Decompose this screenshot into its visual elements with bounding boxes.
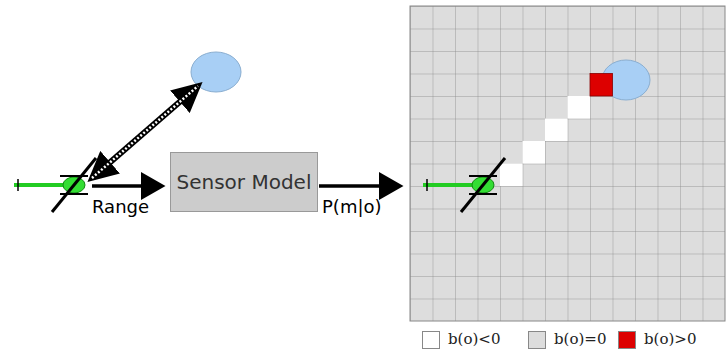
legend-swatch [618,331,636,349]
legend-text: b(o)=0 [554,330,606,348]
legend-text: b(o)>0 [644,330,696,348]
legend-swatch [422,331,440,349]
arrow-label: Range [92,196,149,217]
box-text: Sensor Model [177,170,312,194]
process-box: Sensor Model [170,152,318,212]
arrow-label: P(m|o) [322,196,382,217]
legend-swatch [528,331,546,349]
legend-text: b(o)<0 [448,330,500,348]
